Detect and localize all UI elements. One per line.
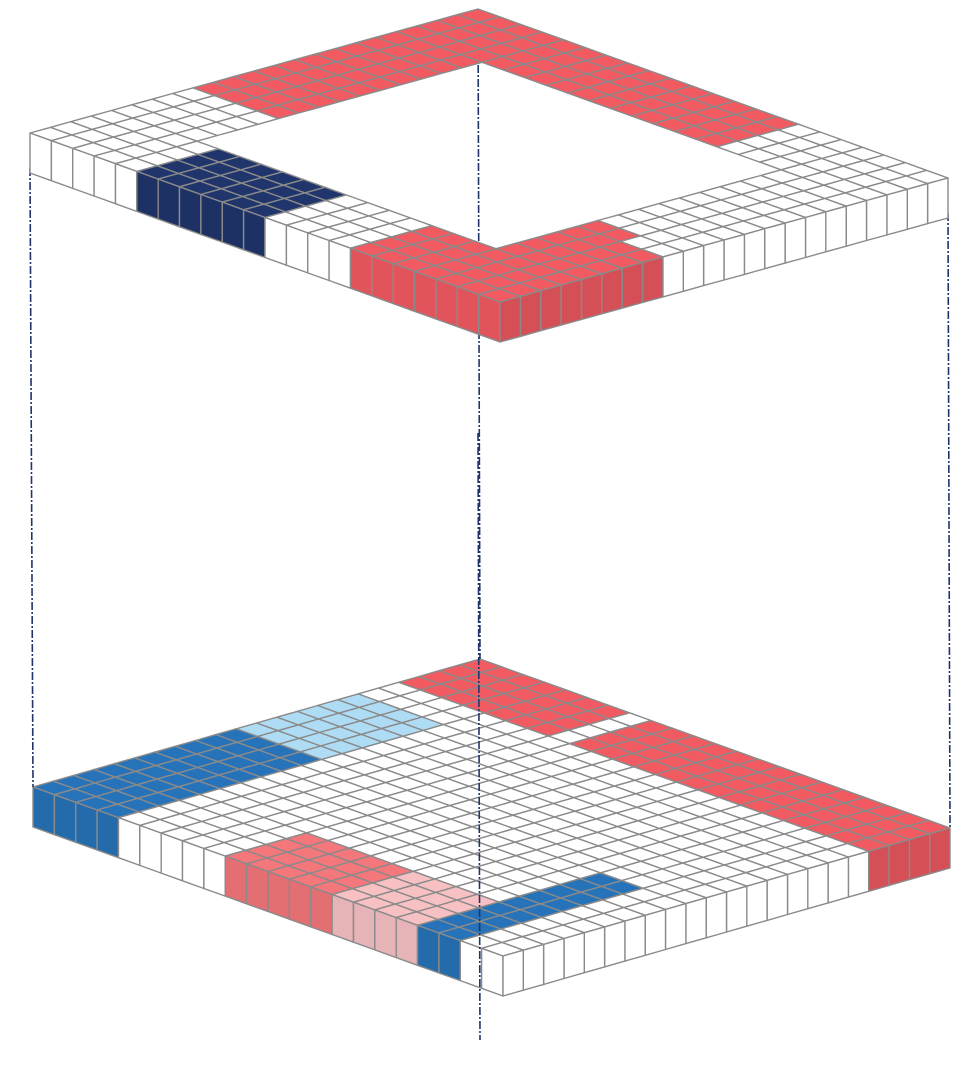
upper-layer-side-cell	[73, 148, 94, 196]
lower-layer-side-cell	[503, 950, 523, 996]
upper-layer-side-cell	[308, 233, 329, 281]
lower-layer-side-cell	[727, 886, 747, 932]
lower-layer-side-cell	[204, 849, 225, 897]
upper-layer-side-cell	[622, 263, 642, 309]
lower-layer-side-cell	[33, 787, 54, 835]
lower-layer-side-cell	[396, 918, 417, 966]
upper-layer-side-cell	[826, 206, 846, 252]
upper-layer-side-cell	[765, 223, 785, 269]
upper-layer-side-cell	[244, 210, 265, 258]
lower-layer-side-cell	[119, 818, 140, 866]
upper-layer-side-cell	[907, 184, 927, 230]
upper-layer-side-cell	[887, 189, 907, 235]
lower-layer-side-cell	[140, 825, 161, 873]
lower-layer-side-cell	[564, 933, 584, 979]
upper-layer	[30, 9, 948, 342]
lower-layer-side-cell	[247, 864, 268, 912]
lower-layer-side-cell	[482, 948, 503, 996]
lower-layer-side-cell	[183, 841, 204, 889]
upper-layer-side-cell	[329, 241, 350, 289]
upper-layer-side-cell	[51, 141, 72, 189]
upper-layer-side-cell	[643, 257, 663, 303]
lower-layer	[33, 659, 950, 996]
lower-layer-side-cell	[767, 875, 787, 921]
upper-layer-side-cell	[286, 225, 307, 273]
upper-layer-side-cell	[704, 240, 724, 286]
upper-layer-side-cell	[846, 201, 866, 247]
upper-layer-side-cell	[806, 212, 826, 258]
lower-layer-side-cell	[909, 834, 929, 880]
lower-layer-side-cell	[544, 939, 564, 985]
upper-layer-side-cell	[744, 229, 764, 275]
upper-layer-side-cell	[94, 156, 115, 204]
upper-layer-side-cell	[541, 285, 561, 331]
lower-layer-side-cell	[332, 895, 353, 943]
upper-layer-side-cell	[265, 218, 286, 266]
upper-layer-side-cell	[561, 280, 581, 326]
lower-layer-side-cell	[523, 944, 543, 990]
lower-layer-side-cell	[439, 933, 460, 981]
lower-layer-side-cell	[788, 869, 808, 915]
upper-layer-side-cell	[415, 271, 436, 319]
lower-layer-side-cell	[460, 941, 481, 989]
lower-layer-side-cell	[161, 833, 182, 881]
lower-layer-side-cell	[645, 910, 665, 956]
lower-layer-side-cell	[375, 910, 396, 958]
lower-layer-side-cell	[666, 904, 686, 950]
lower-layer-side-cell	[311, 887, 332, 935]
lower-layer-side-cell	[869, 846, 889, 892]
lower-layer-side-cell	[354, 902, 375, 950]
lower-layer-side-cell	[828, 857, 848, 903]
upper-layer-side-cell	[724, 234, 744, 280]
lower-layer-side-cell	[418, 925, 439, 973]
upper-layer-side-cell	[137, 171, 158, 219]
lower-layer-side-cell	[225, 856, 246, 904]
lower-layer-side-cell	[605, 921, 625, 967]
lower-layer-side-cell	[268, 872, 289, 920]
upper-layer-side-cell	[582, 274, 602, 320]
upper-layer-side-cell	[602, 268, 622, 314]
upper-layer-side-cell	[479, 294, 500, 342]
upper-layer-side-cell	[520, 291, 540, 337]
lower-layer-side-cell	[706, 892, 726, 938]
lower-layer-side-cell	[97, 810, 118, 858]
lower-layer-side-cell	[686, 898, 706, 944]
lower-layer-side-cell	[808, 863, 828, 909]
upper-layer-side-cell	[500, 296, 520, 342]
upper-layer-side-cell	[180, 187, 201, 235]
upper-layer-side-cell	[116, 164, 137, 212]
lower-layer-side-cell	[848, 851, 868, 897]
upper-layer-side-cell	[785, 218, 805, 264]
upper-layer-side-cell	[351, 248, 372, 296]
lower-layer-side-cell	[289, 879, 310, 927]
lower-layer-side-cell	[584, 927, 604, 973]
upper-layer-side-cell	[201, 195, 222, 243]
connector-line	[948, 213, 950, 828]
upper-layer-side-cell	[158, 179, 179, 227]
lower-layer-side-cell	[747, 880, 767, 926]
upper-layer-side-cell	[683, 246, 703, 292]
upper-layer-side-cell	[222, 202, 243, 250]
lower-layer-side-cell	[889, 840, 909, 886]
upper-layer-side-cell	[928, 178, 948, 224]
lower-layer-side-cell	[625, 915, 645, 961]
lower-layer-side-cell	[54, 795, 75, 843]
upper-layer-side-cell	[436, 279, 457, 327]
upper-layer-side-cell	[663, 251, 683, 297]
upper-layer-side-cell	[867, 195, 887, 241]
upper-layer-side-cell	[457, 287, 478, 335]
upper-layer-side-cell	[372, 256, 393, 304]
connector-line	[30, 168, 33, 787]
upper-layer-side-cell	[393, 264, 414, 312]
lower-layer-side-cell	[76, 802, 97, 850]
upper-layer-side-cell	[30, 133, 51, 181]
lower-layer-side-cell	[930, 828, 950, 874]
